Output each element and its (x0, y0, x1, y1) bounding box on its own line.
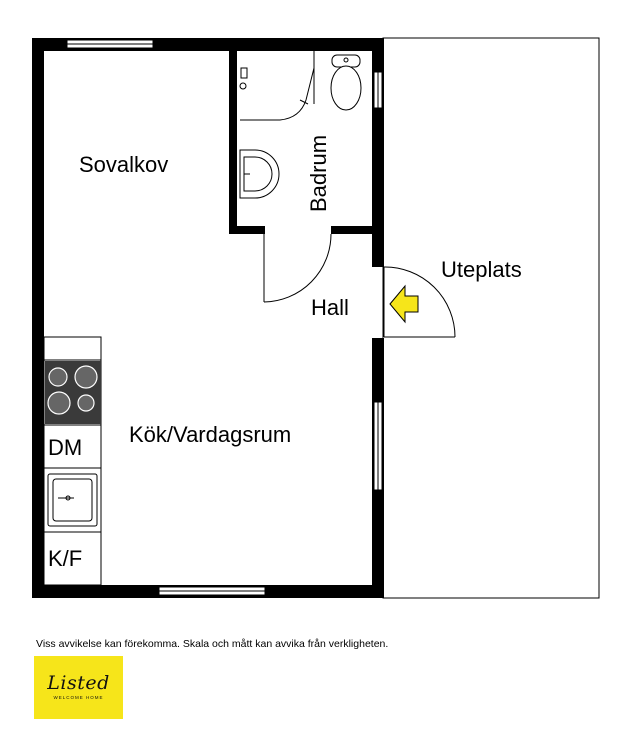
windows (66, 39, 383, 596)
toilet-icon (330, 54, 362, 111)
room-label-hall: Hall (311, 295, 349, 320)
fixture-label-dishwasher: DM (48, 435, 82, 460)
entrance-arrow-icon (389, 284, 419, 324)
room-label-sovalkov: Sovalkov (79, 152, 168, 177)
room-label-uteplats: Uteplats (441, 257, 522, 282)
room-label-kok-vardagsrum: Kök/Vardagsrum (129, 422, 291, 447)
disclaimer-text: Viss avvikelse kan förekomma. Skala och … (36, 638, 389, 650)
kitchen-counter (43, 336, 102, 586)
logo-brand: Listed (47, 672, 110, 694)
washbasin-icon (239, 149, 280, 199)
sink-icon (47, 473, 98, 527)
hall-door (263, 233, 332, 303)
stove-icon (45, 361, 101, 424)
fixture-label-fridge-freezer: K/F (48, 546, 82, 571)
entrance-door (383, 266, 456, 338)
listed-logo: Listed WELCOME HOME (34, 656, 123, 719)
shower-icon (239, 50, 315, 121)
room-label-badrum: Badrum (306, 135, 331, 212)
bathroom-walls (229, 38, 384, 234)
floor-plan: Sovalkov Badrum Hall Uteplats Kök/Vardag… (32, 37, 600, 599)
logo-tagline: WELCOME HOME (53, 695, 104, 700)
patio-outline (382, 37, 600, 599)
